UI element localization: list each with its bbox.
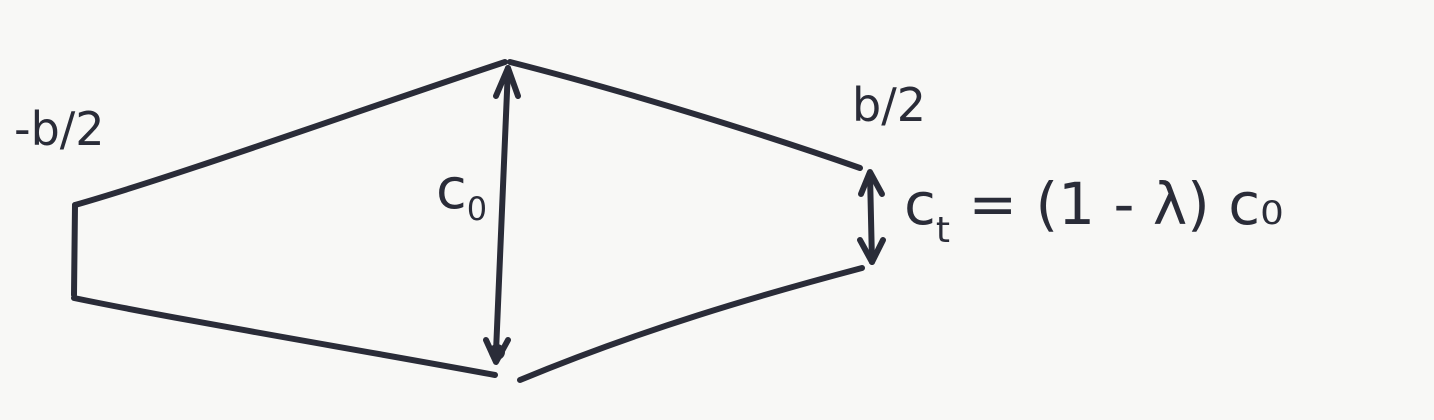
right-trailing-edge xyxy=(517,265,865,383)
root-chord-arrow-head-top xyxy=(493,65,521,99)
root-chord-arrow-head-bottom xyxy=(483,337,511,365)
root-chord-symbol: c xyxy=(436,157,467,222)
left-tip-edge xyxy=(71,202,78,298)
tip-chord-arrow-line xyxy=(867,171,875,265)
tip-chord-equation: ct = (1 - λ) c₀ xyxy=(904,175,1283,249)
left-span-label: -b/2 xyxy=(14,102,105,156)
tip-chord-formula: = (1 - λ) c₀ xyxy=(950,170,1284,238)
left-trailing-edge xyxy=(71,295,498,378)
root-chord-arrow-line xyxy=(493,65,511,355)
tip-chord-symbol: c xyxy=(904,170,936,238)
root-chord-subscript: 0 xyxy=(466,190,488,228)
tip-chord-subscript: t xyxy=(935,210,951,251)
right-leading-edge xyxy=(507,59,863,171)
tip-chord-arrow-head-top xyxy=(858,169,885,197)
root-chord-label: c0 xyxy=(436,162,488,228)
tip-chord-arrow-head-bottom xyxy=(857,237,886,265)
left-leading-edge xyxy=(72,59,508,208)
right-span-label: b/2 xyxy=(852,78,926,132)
root-chord-arrow-tip-blot xyxy=(489,344,505,360)
